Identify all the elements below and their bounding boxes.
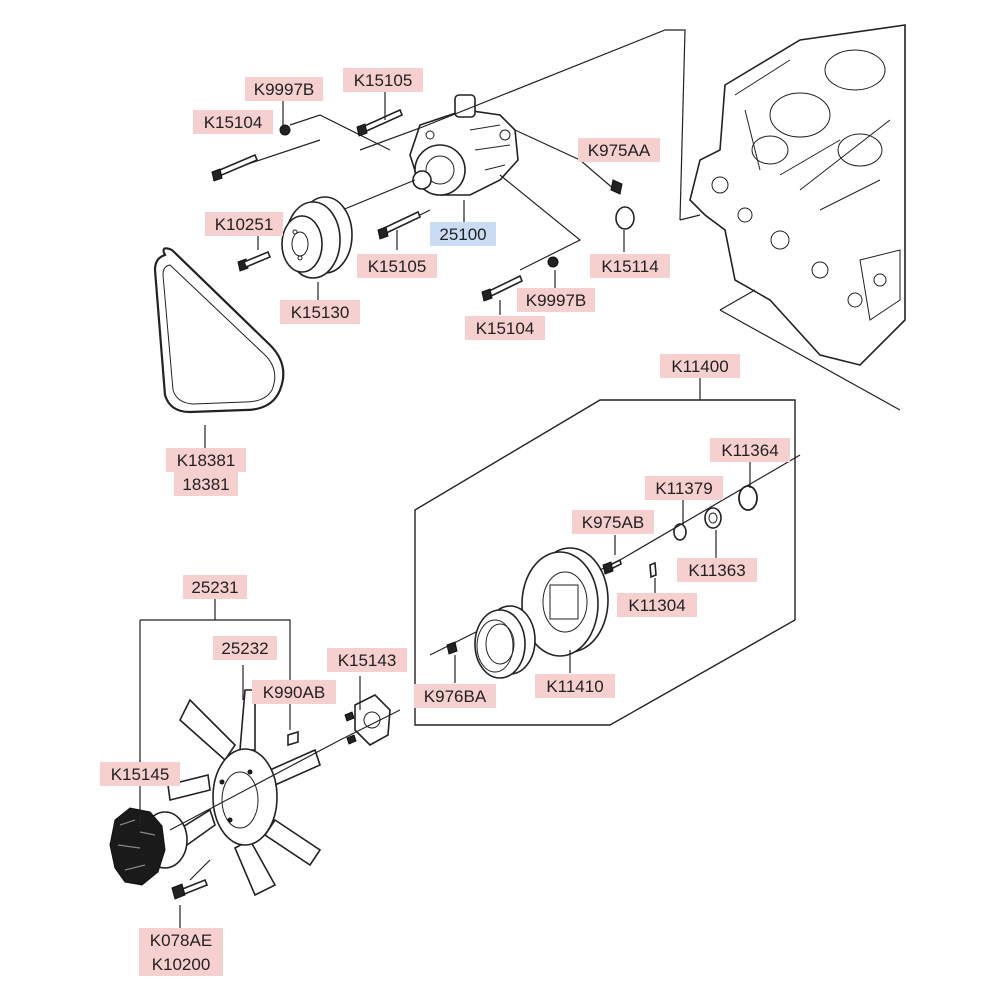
label-k975ab: K975AB: [572, 510, 654, 534]
svg-text:K18381: K18381: [177, 451, 236, 470]
label-k976ba: K976BA: [414, 684, 496, 708]
label-k15145: K15145: [100, 762, 180, 786]
label-k9997b-top: K9997B: [245, 77, 323, 101]
label-k11363: K11363: [677, 558, 757, 582]
pulley-drawing: [281, 196, 353, 279]
label-k18381: K18381: [166, 448, 246, 472]
label-18381: 18381: [174, 472, 238, 496]
label-25100: 25100: [430, 222, 496, 246]
svg-text:K975AA: K975AA: [588, 141, 651, 160]
label-25232: 25232: [213, 636, 277, 660]
svg-text:K975AB: K975AB: [582, 513, 644, 532]
svg-text:K15114: K15114: [601, 257, 658, 276]
label-k990ab: K990AB: [252, 680, 336, 704]
engine-block-drawing: [689, 24, 906, 366]
label-25231: 25231: [183, 575, 247, 599]
svg-text:K10200: K10200: [152, 955, 211, 974]
fan-hub-drawing: [344, 694, 391, 746]
label-k15114: K15114: [590, 254, 670, 278]
svg-text:K11364: K11364: [721, 441, 778, 460]
svg-text:K11400: K11400: [671, 357, 728, 376]
bolts-top: [211, 108, 635, 302]
label-k15104-top: K15104: [193, 110, 273, 134]
svg-text:K9997B: K9997B: [526, 291, 587, 310]
svg-text:25232: 25232: [221, 639, 268, 658]
seal-parts-drawing: [602, 485, 758, 579]
svg-text:25231: 25231: [191, 578, 238, 597]
svg-text:K10251: K10251: [215, 215, 274, 234]
fan-drawing: [167, 689, 322, 897]
label-k15143: K15143: [327, 648, 407, 672]
label-k15130: K15130: [280, 300, 360, 324]
svg-text:K11363: K11363: [688, 561, 745, 580]
svg-text:K11410: K11410: [546, 677, 603, 696]
svg-text:K976BA: K976BA: [424, 687, 487, 706]
damper-pulley-drawing: [446, 605, 536, 679]
svg-text:K15143: K15143: [338, 651, 397, 670]
label-k11400: K11400: [660, 354, 740, 378]
svg-text:K078AE: K078AE: [150, 931, 212, 950]
svg-text:K15145: K15145: [111, 765, 170, 784]
svg-text:K15105: K15105: [368, 257, 427, 276]
label-k11364: K11364: [710, 438, 790, 462]
label-k078ae: K078AE: [139, 928, 223, 952]
label-k9997b-mid: K9997B: [517, 288, 595, 312]
svg-text:25100: 25100: [439, 225, 486, 244]
svg-text:K11379: K11379: [655, 479, 712, 498]
label-k15105-top: K15105: [343, 68, 423, 92]
label-k11304: K11304: [617, 593, 697, 617]
svg-text:K11304: K11304: [628, 596, 685, 615]
clutch-bolt-drawing: [171, 878, 209, 900]
belt-drawing: [153, 247, 285, 414]
label-k10251: K10251: [205, 212, 283, 236]
svg-text:K15130: K15130: [291, 303, 350, 322]
label-k11379: K11379: [645, 476, 723, 500]
crank-pulley-drawing: [521, 547, 609, 657]
label-k15104-mid: K15104: [465, 316, 545, 340]
svg-text:18381: 18381: [182, 475, 229, 494]
svg-text:K15104: K15104: [204, 113, 263, 132]
label-k11410: K11410: [535, 674, 615, 698]
k11400-group-outline: [414, 399, 796, 726]
label-k975aa: K975AA: [578, 138, 660, 162]
svg-text:K990AB: K990AB: [263, 683, 325, 702]
svg-text:K15105: K15105: [354, 71, 413, 90]
label-k10200: K10200: [139, 952, 223, 976]
fan-clutch-drawing: [109, 807, 188, 886]
svg-text:K9997B: K9997B: [254, 80, 315, 99]
label-k15105-mid: K15105: [357, 254, 437, 278]
svg-text:K15104: K15104: [476, 319, 535, 338]
